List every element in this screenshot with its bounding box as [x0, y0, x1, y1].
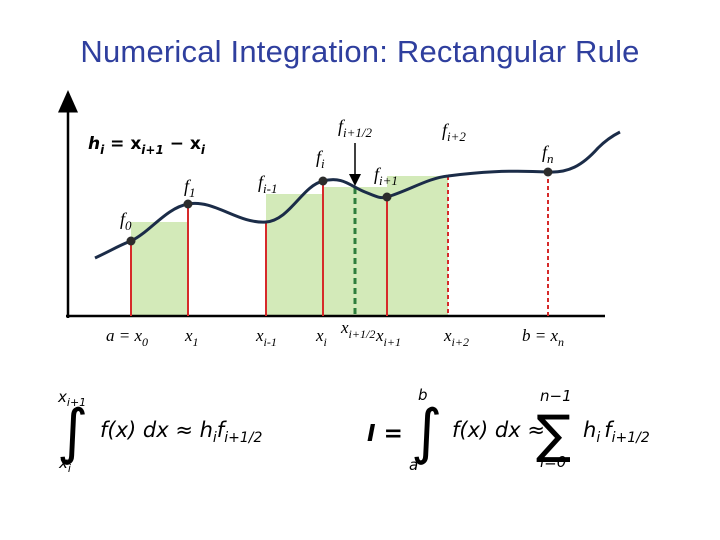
- slide-title: Numerical Integration: Rectangular Rule: [80, 34, 640, 69]
- label-xi-1: xi-1: [255, 326, 277, 349]
- right-I-equals: I =: [367, 421, 403, 447]
- left-integrand: f(x) dx ≈ hifi+1/2: [100, 418, 262, 446]
- step-width-label: hi = xi+1 − xi: [88, 134, 206, 157]
- shaded-rectangles: [131, 176, 448, 315]
- label-fi-1: fi-1: [258, 172, 277, 196]
- label-fn: fn: [542, 142, 554, 166]
- right-integral-sign: ∫: [411, 397, 442, 467]
- label-xi+1: xi+1: [375, 326, 401, 349]
- left-integral-sign: ∫: [57, 397, 88, 467]
- rectangle-i+1: [387, 176, 448, 315]
- point-fi+1: [382, 192, 392, 202]
- label-xi+1/2: xi+1/2: [340, 318, 375, 341]
- label-fi+1/2: fi+1/2: [338, 116, 373, 140]
- label-xi: xi: [315, 326, 327, 349]
- right-lower-limit: a: [409, 456, 418, 474]
- local-integral-formula: xi+1 ∫ xi f(x) dx ≈ hifi+1/2: [57, 388, 262, 475]
- label-f1: f1: [184, 176, 196, 200]
- label-fi+1: fi+1: [374, 164, 398, 188]
- sum-lower-limit: i=0: [540, 453, 566, 471]
- label-fi: fi: [316, 147, 325, 171]
- sample-points: [126, 167, 553, 246]
- right-integrand: f(x) dx ≈: [452, 418, 545, 442]
- function-curve: [94, 130, 621, 260]
- ordinate-lines: [130, 172, 549, 316]
- point-f1: [183, 199, 193, 209]
- point-fi: [318, 176, 328, 186]
- label-xi+2: xi+2: [443, 326, 469, 349]
- point-fn: [543, 167, 553, 177]
- point-f0: [126, 236, 136, 246]
- right-upper-limit: b: [418, 386, 428, 404]
- left-lower-limit: xi: [58, 454, 71, 475]
- rectangle-i-1: [266, 194, 323, 315]
- label-b-xn: b = xn: [522, 326, 564, 349]
- label-x1: x1: [184, 326, 199, 349]
- sum-upper-limit: n−1: [540, 387, 572, 405]
- label-a-x0: a = x0: [106, 326, 148, 349]
- sum-sign: ∑: [536, 405, 571, 465]
- left-upper-limit: xi+1: [57, 388, 86, 409]
- rectangle-0: [131, 222, 188, 315]
- label-fi+2: fi+2: [442, 120, 466, 144]
- label-f0: f0: [120, 209, 132, 233]
